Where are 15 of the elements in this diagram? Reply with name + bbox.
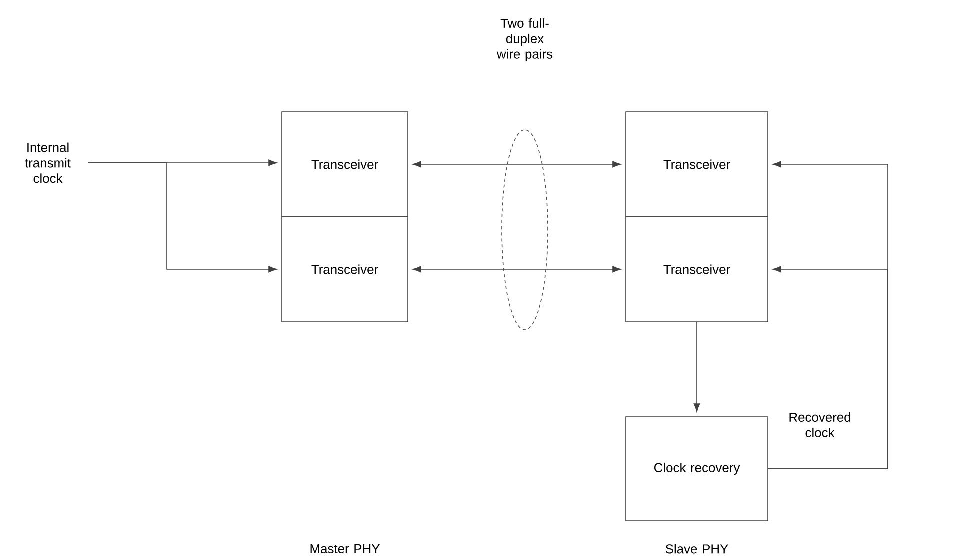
clock-recovery-box: Clock recovery	[626, 416, 768, 522]
wire-pair-callout-drawing: Two full-duplex wire pairs	[496, 18, 553, 330]
arrow	[694, 322, 700, 412]
arrow	[412, 266, 622, 273]
arrow	[412, 161, 622, 168]
edge-label: Recovered clock	[783, 412, 857, 438]
input-label: Internal transmit clock	[25, 142, 71, 184]
arrow	[88, 162, 278, 273]
section-label: Master PHY	[310, 544, 380, 554]
transceiver-box: Transceiver	[282, 112, 408, 218]
transceiver-box: Transceiver	[626, 216, 768, 322]
arrow	[768, 266, 888, 470]
section-label: Slave PHY	[666, 544, 728, 554]
transceiver-box: Transceiver	[282, 216, 408, 322]
transceiver-box: Transceiver	[626, 112, 768, 218]
